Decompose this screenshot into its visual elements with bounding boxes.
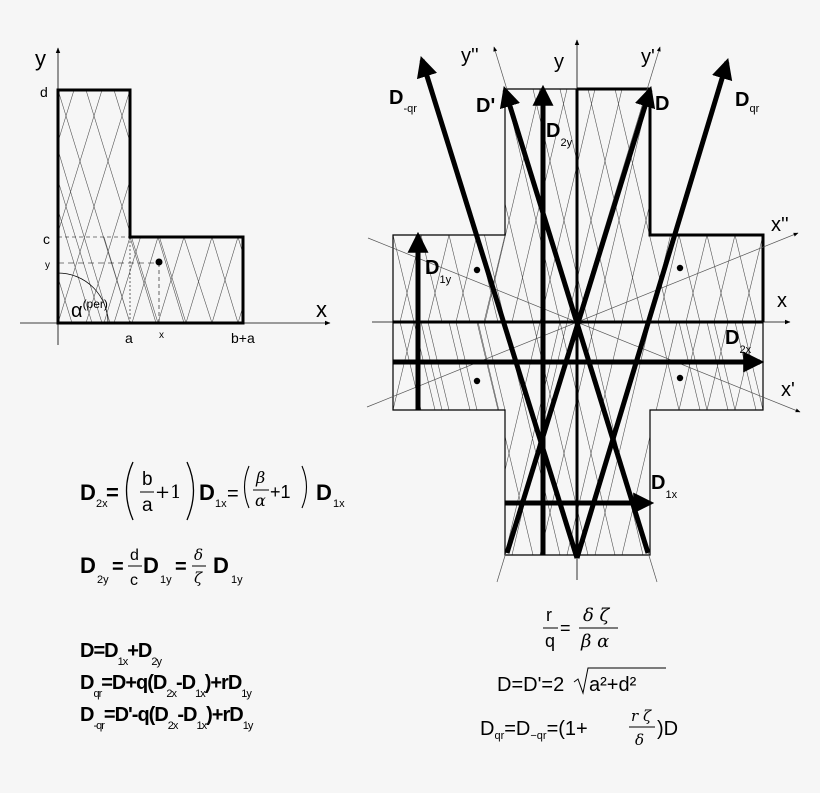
formula-d-sum: D=D1x+D2y [80,640,162,668]
formula-d-equals-d-prime: D=D'=2 a²+d² [497,667,666,696]
formulas-right: r q = δ ζ β α D=D'=2 a²+d² Dqr=D−qr=(1+ … [480,605,678,749]
point-xy [155,258,163,266]
svg-text:D: D [80,480,96,505]
svg-text:r: r [546,605,552,625]
svg-text:b: b [142,469,153,490]
svg-text:q: q [545,631,555,651]
svg-text:Dqr=D−qr=(1+: Dqr=D−qr=(1+ [480,718,588,742]
svg-text:δ: δ [194,546,203,564]
formulas-left: D 2x = b a +1 D 1x = β α +1 D 1x D 2y = … [80,461,345,732]
svg-text:c: c [130,572,138,589]
label-d-prime: D' [476,95,495,117]
cross-y-prime-label: y' [641,46,655,68]
cross-x-label: x [777,290,787,312]
cross-section-diagram: y y' y'' x x' x'' D D' Dqr D-qr D2y D1y … [366,39,801,583]
formula-d-qr-equals: Dqr=D−qr=(1+ r ζ δ )D [480,707,678,749]
angle-arc [57,272,109,324]
vector-d-prime [499,85,651,554]
svg-text:D: D [316,480,332,505]
l-section-hatching [58,90,243,323]
svg-text:=: = [175,556,187,578]
svg-text:D: D [213,553,229,578]
svg-text:)D: )D [657,718,678,740]
cross-x-prime-axis [367,237,801,413]
svg-text:D: D [199,480,215,505]
tick-label-x: x [159,330,164,341]
svg-text:a: a [142,495,153,516]
svg-text:+1: +1 [270,482,291,502]
svg-text:β: β [255,468,265,487]
svg-text:1x: 1x [215,498,227,510]
l-x-axis-label: x [316,297,327,322]
label-d1x: D1x [651,472,678,501]
svg-text:D=D'=2: D=D'=2 [497,674,564,696]
vector-d-qr [574,57,733,559]
formula-d2x: D 2x = b a +1 D 1x = β α +1 D 1x [80,461,345,521]
svg-text:=: = [560,618,571,638]
svg-text:1y: 1y [160,574,172,586]
svg-text:D: D [143,553,159,578]
svg-text:a²+d²: a²+d² [589,674,637,696]
label-d: D [655,93,669,115]
tick-label-y: y [45,260,50,271]
formula-d2y: D 2y = d c D 1y = δ ζ D 1y [80,546,243,589]
label-d1y: D1y [425,257,452,286]
svg-text:=: = [106,480,119,505]
formula-r-over-q: r q = δ ζ β α [543,605,618,652]
cross-x-prime-label: x' [781,379,795,401]
cross-outline-right [577,87,765,322]
l-y-axis-label: y [35,46,46,71]
svg-text:ζ: ζ [194,569,203,587]
label-d-qr: Dqr [735,89,760,115]
svg-text:2x: 2x [96,498,108,510]
cross-y-double-prime-label: y'' [461,45,479,67]
l-section-diagram: y x d c y a x b+a α(per) [20,46,331,346]
svg-text:α: α [255,491,266,510]
svg-text:δ: δ [635,731,644,749]
svg-text:=: = [227,483,239,505]
svg-text:D: D [80,553,96,578]
tick-label-c: c [43,231,50,247]
angle-label: α(per) [71,297,108,322]
vector-d-minus-qr [416,55,580,559]
tick-label-a: a [125,330,133,346]
cross-x-double-prime-axis [366,232,799,408]
svg-text:1x: 1x [333,498,345,510]
label-d2x: D2x [725,327,752,356]
svg-text:d: d [130,547,139,564]
svg-text:δ ζ: δ ζ [583,605,611,626]
label-d-minus-qr: D-qr [389,87,417,115]
svg-text:β α: β α [580,631,609,652]
svg-text:2y: 2y [97,574,109,586]
svg-text:+1: +1 [155,482,182,503]
l-section-outline [56,88,245,325]
svg-text:r ζ: r ζ [631,707,652,725]
cross-x-double-prime-label: x'' [771,214,789,236]
formula-d-minus-qr: D-qr=D'-q(D2x-D1x)+rD1y [80,704,254,732]
label-d2y: D2y [546,120,573,149]
cross-y-label: y [554,51,564,73]
svg-text:1y: 1y [231,574,243,586]
tick-label-b-plus-a: b+a [231,330,255,346]
svg-text:=: = [112,556,124,578]
tick-label-d: d [40,84,48,100]
formula-d-qr: Dqr=D+q(D2x-D1x)+rD1y [80,672,252,700]
